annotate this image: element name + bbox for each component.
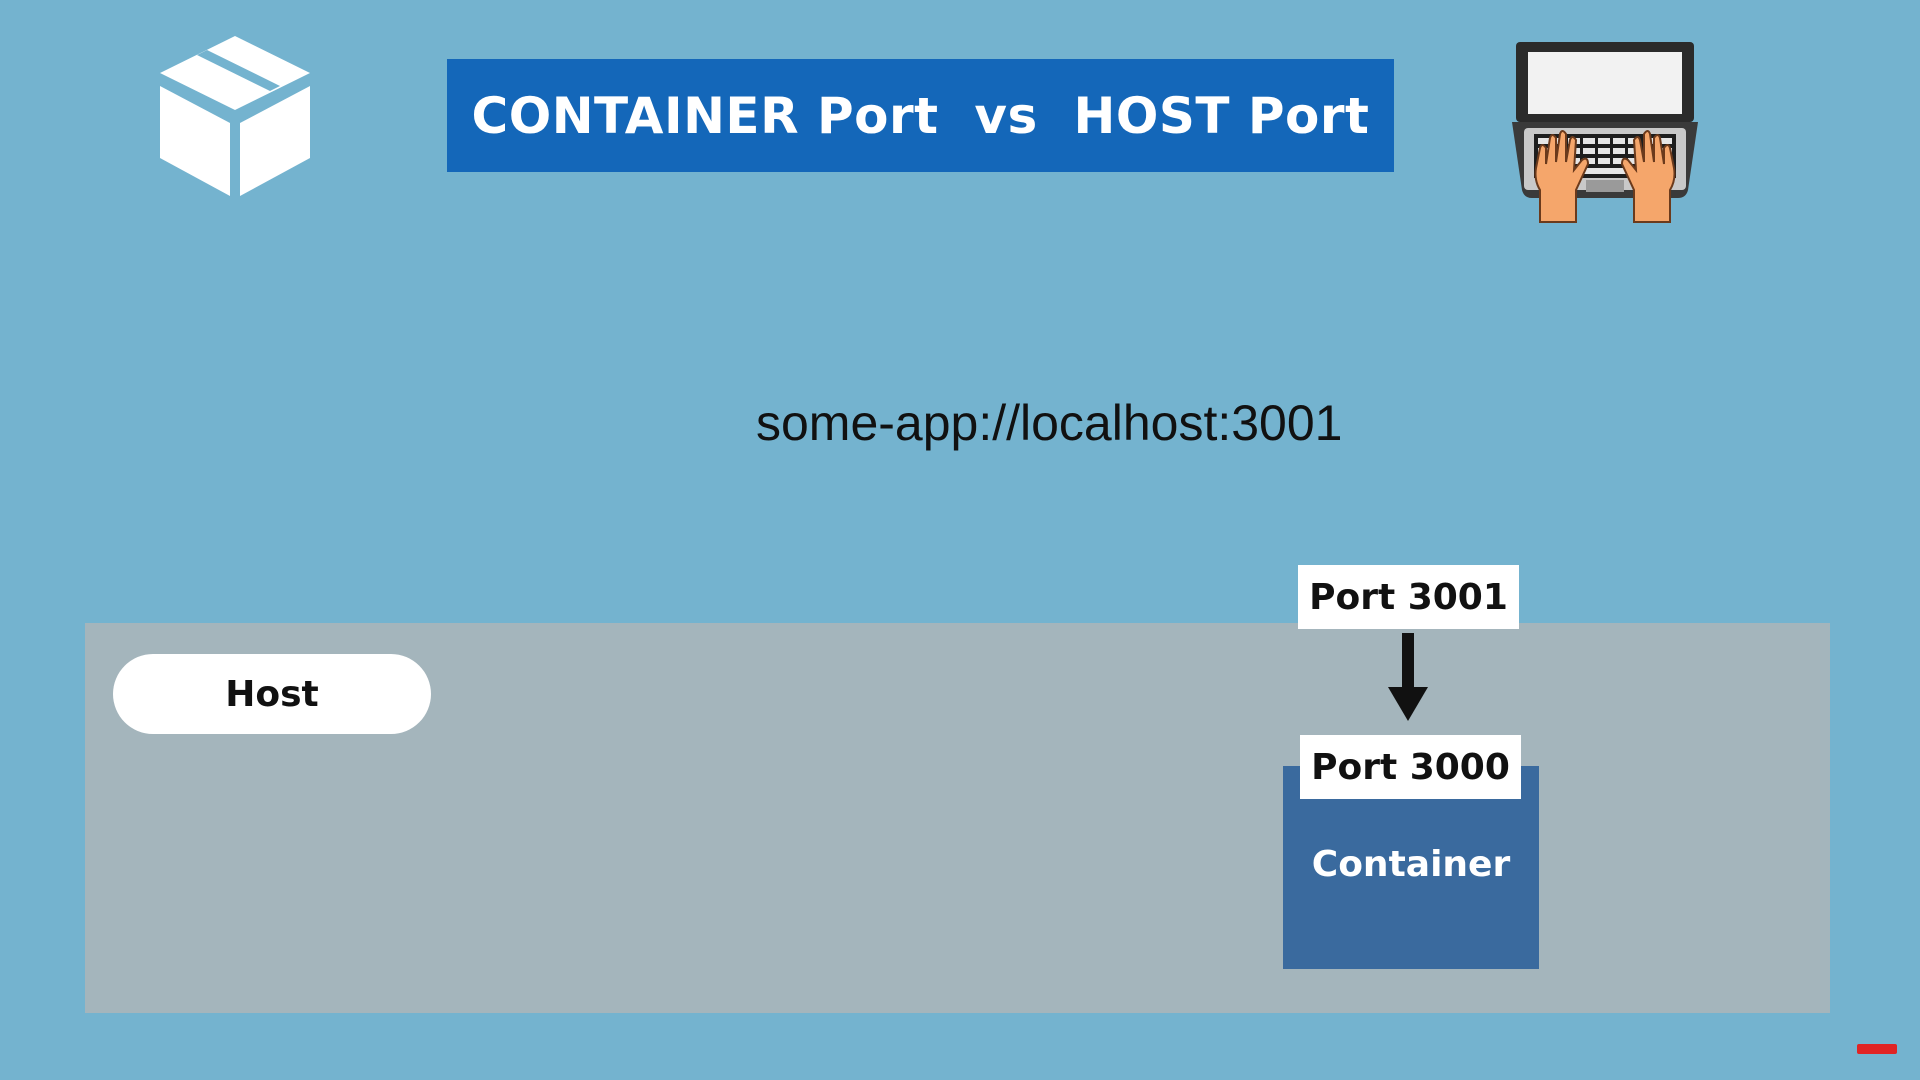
host-label: Host xyxy=(225,673,319,715)
container-box: Container xyxy=(1283,766,1539,969)
arrow-down-icon xyxy=(1388,633,1428,721)
host-label-pill: Host xyxy=(113,654,431,734)
laptop-typing-icon xyxy=(1512,42,1698,223)
box-icon xyxy=(160,36,310,196)
subscribe-badge[interactable] xyxy=(1857,1044,1897,1054)
slide-title: CONTAINER Port vs HOST Port xyxy=(471,86,1370,145)
container-label: Container xyxy=(1311,844,1511,885)
url-text: some-app://localhost:3001 xyxy=(756,395,1343,451)
title-banner: CONTAINER Port vs HOST Port xyxy=(447,59,1394,172)
host-port-label: Port 3001 xyxy=(1298,565,1519,629)
container-port-label: Port 3000 xyxy=(1300,735,1521,799)
